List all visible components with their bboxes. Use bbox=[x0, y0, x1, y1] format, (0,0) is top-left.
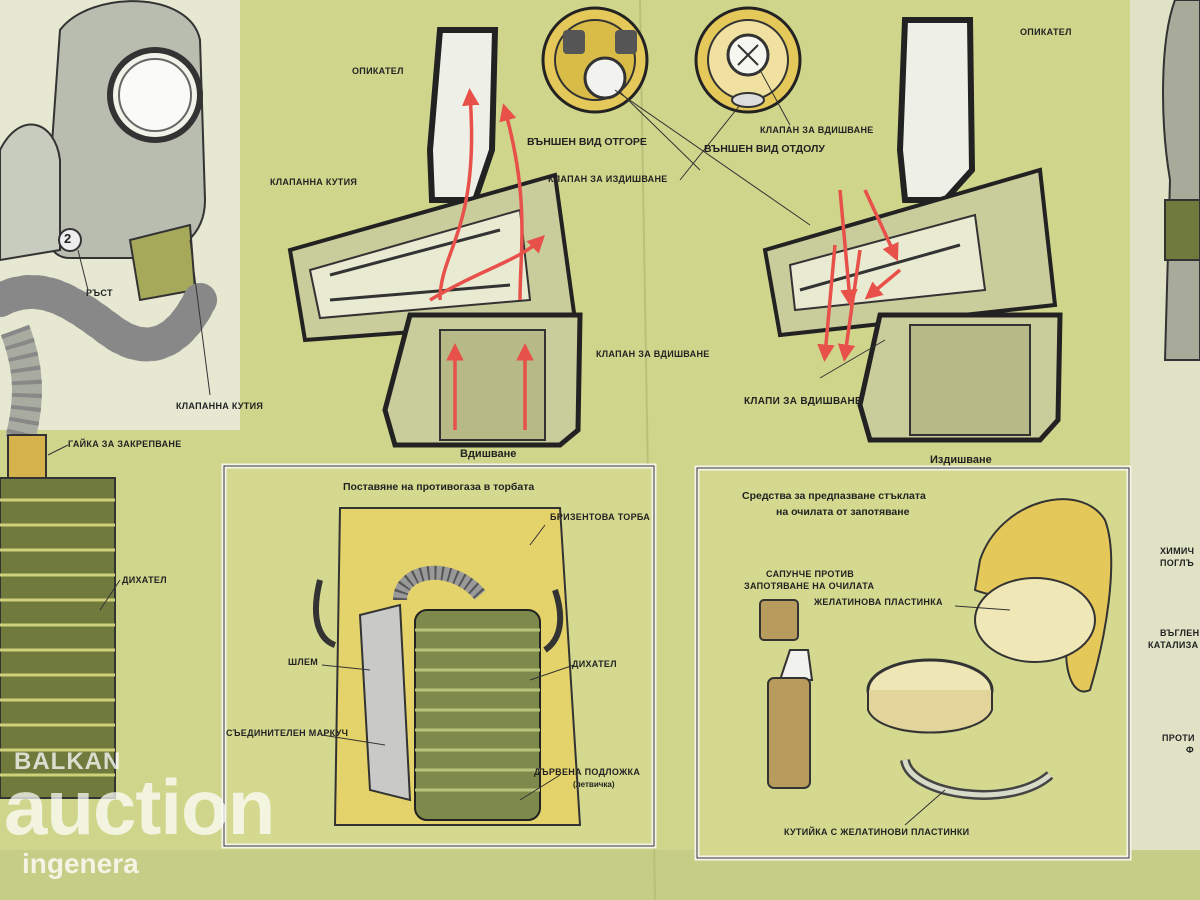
watermark-line1: BALKAN bbox=[14, 748, 122, 775]
label-inhale-valve-bottom: КЛАПАН ЗА ВДИШВАНЕ bbox=[760, 125, 874, 135]
label-hose: СЪЕДИНИТЕЛЕН МАРКУЧ bbox=[226, 728, 349, 738]
label-filter-left: ДИХАТЕЛ bbox=[122, 575, 167, 585]
label-filter-bag: ДИХАТЕЛ bbox=[572, 659, 617, 669]
label-inhale-valves: КЛАПИ ЗА ВДИШВАНЕ bbox=[744, 396, 863, 407]
label-right-3b: Ф bbox=[1186, 745, 1194, 755]
label-inhale-valve: КЛАПАН ЗА ВДИШВАНЕ bbox=[596, 349, 710, 359]
label-base-note: (летвичка) bbox=[573, 780, 615, 789]
label-bottom-view: ВЪНШЕН ВИД ОТДОЛУ bbox=[704, 143, 825, 155]
valve-external-views bbox=[541, 6, 811, 226]
bag-panel-frame bbox=[221, 463, 657, 849]
label-valve-box-inhale: КЛАПАННА КУТИЯ bbox=[270, 177, 358, 187]
watermark-line2: auction bbox=[4, 763, 275, 851]
gas-mask-illustration bbox=[0, 0, 217, 799]
label-right-2a: ВЪГЛЕН bbox=[1160, 628, 1200, 638]
label-nut: ГАЙКА ЗА ЗАКРЕПВАНЕ bbox=[68, 439, 182, 449]
watermark-line3: ingenera bbox=[22, 848, 139, 879]
label-right-1a: ХИМИЧ bbox=[1160, 546, 1195, 556]
label-absorber-inhale: ОПИКАТЕЛ bbox=[352, 66, 404, 76]
label-soap-line1: САПУНЧЕ ПРОТИВ bbox=[766, 569, 855, 579]
right-edge-figure bbox=[1162, 0, 1200, 361]
caption-inhale: Вдишване bbox=[460, 448, 517, 460]
soap-tube bbox=[759, 599, 814, 789]
label-top-view: ВЪНШЕН ВИД ОТГОРЕ bbox=[527, 136, 647, 148]
label-right-3a: ПРОТИ bbox=[1162, 733, 1195, 743]
label-absorber-exhale: ОПИКАТЕЛ bbox=[1020, 27, 1072, 37]
label-exhale-valve: КЛАПАН ЗА ИЗДИШВАНЕ bbox=[548, 174, 668, 184]
antifog-title-line1: Средства за предпазване стъклата bbox=[742, 490, 926, 502]
label-valve-box-left: КЛАПАННА КУТИЯ bbox=[176, 401, 264, 411]
bag-panel-title: Поставяне на противогаза в торбата bbox=[343, 481, 535, 493]
label-bag: БРИЗЕНТОВА ТОРБА bbox=[550, 512, 651, 522]
label-mouth: РЪСТ bbox=[86, 288, 113, 298]
antifog-panel-frame bbox=[694, 465, 1132, 861]
caption-exhale: Издишване bbox=[930, 454, 992, 466]
inhale-cross-section bbox=[287, 27, 583, 448]
label-helmet: ШЛЕМ bbox=[288, 657, 319, 667]
label-gelatin-plate: ЖЕЛАТИНОВА ПЛАСТИНКА bbox=[814, 597, 943, 607]
label-gelatin-box: КУТИЙКА С ЖЕЛАТИНОВИ ПЛАСТИНКИ bbox=[784, 827, 970, 837]
label-soap-line2: ЗАПОТЯВАНЕ НА ОЧИЛАТА bbox=[744, 581, 875, 591]
filter-canister bbox=[0, 477, 116, 799]
mask-badge-number: 2 bbox=[64, 231, 72, 246]
exhale-cross-section bbox=[762, 17, 1063, 443]
label-right-1b: ПОГЛЪ bbox=[1160, 558, 1194, 568]
antifog-title-line2: на очилата от запотяване bbox=[776, 506, 910, 518]
label-base: ДЪРВЕНА ПОДЛОЖКА bbox=[534, 767, 641, 777]
label-right-2b: КАТАЛИЗА bbox=[1148, 640, 1199, 650]
